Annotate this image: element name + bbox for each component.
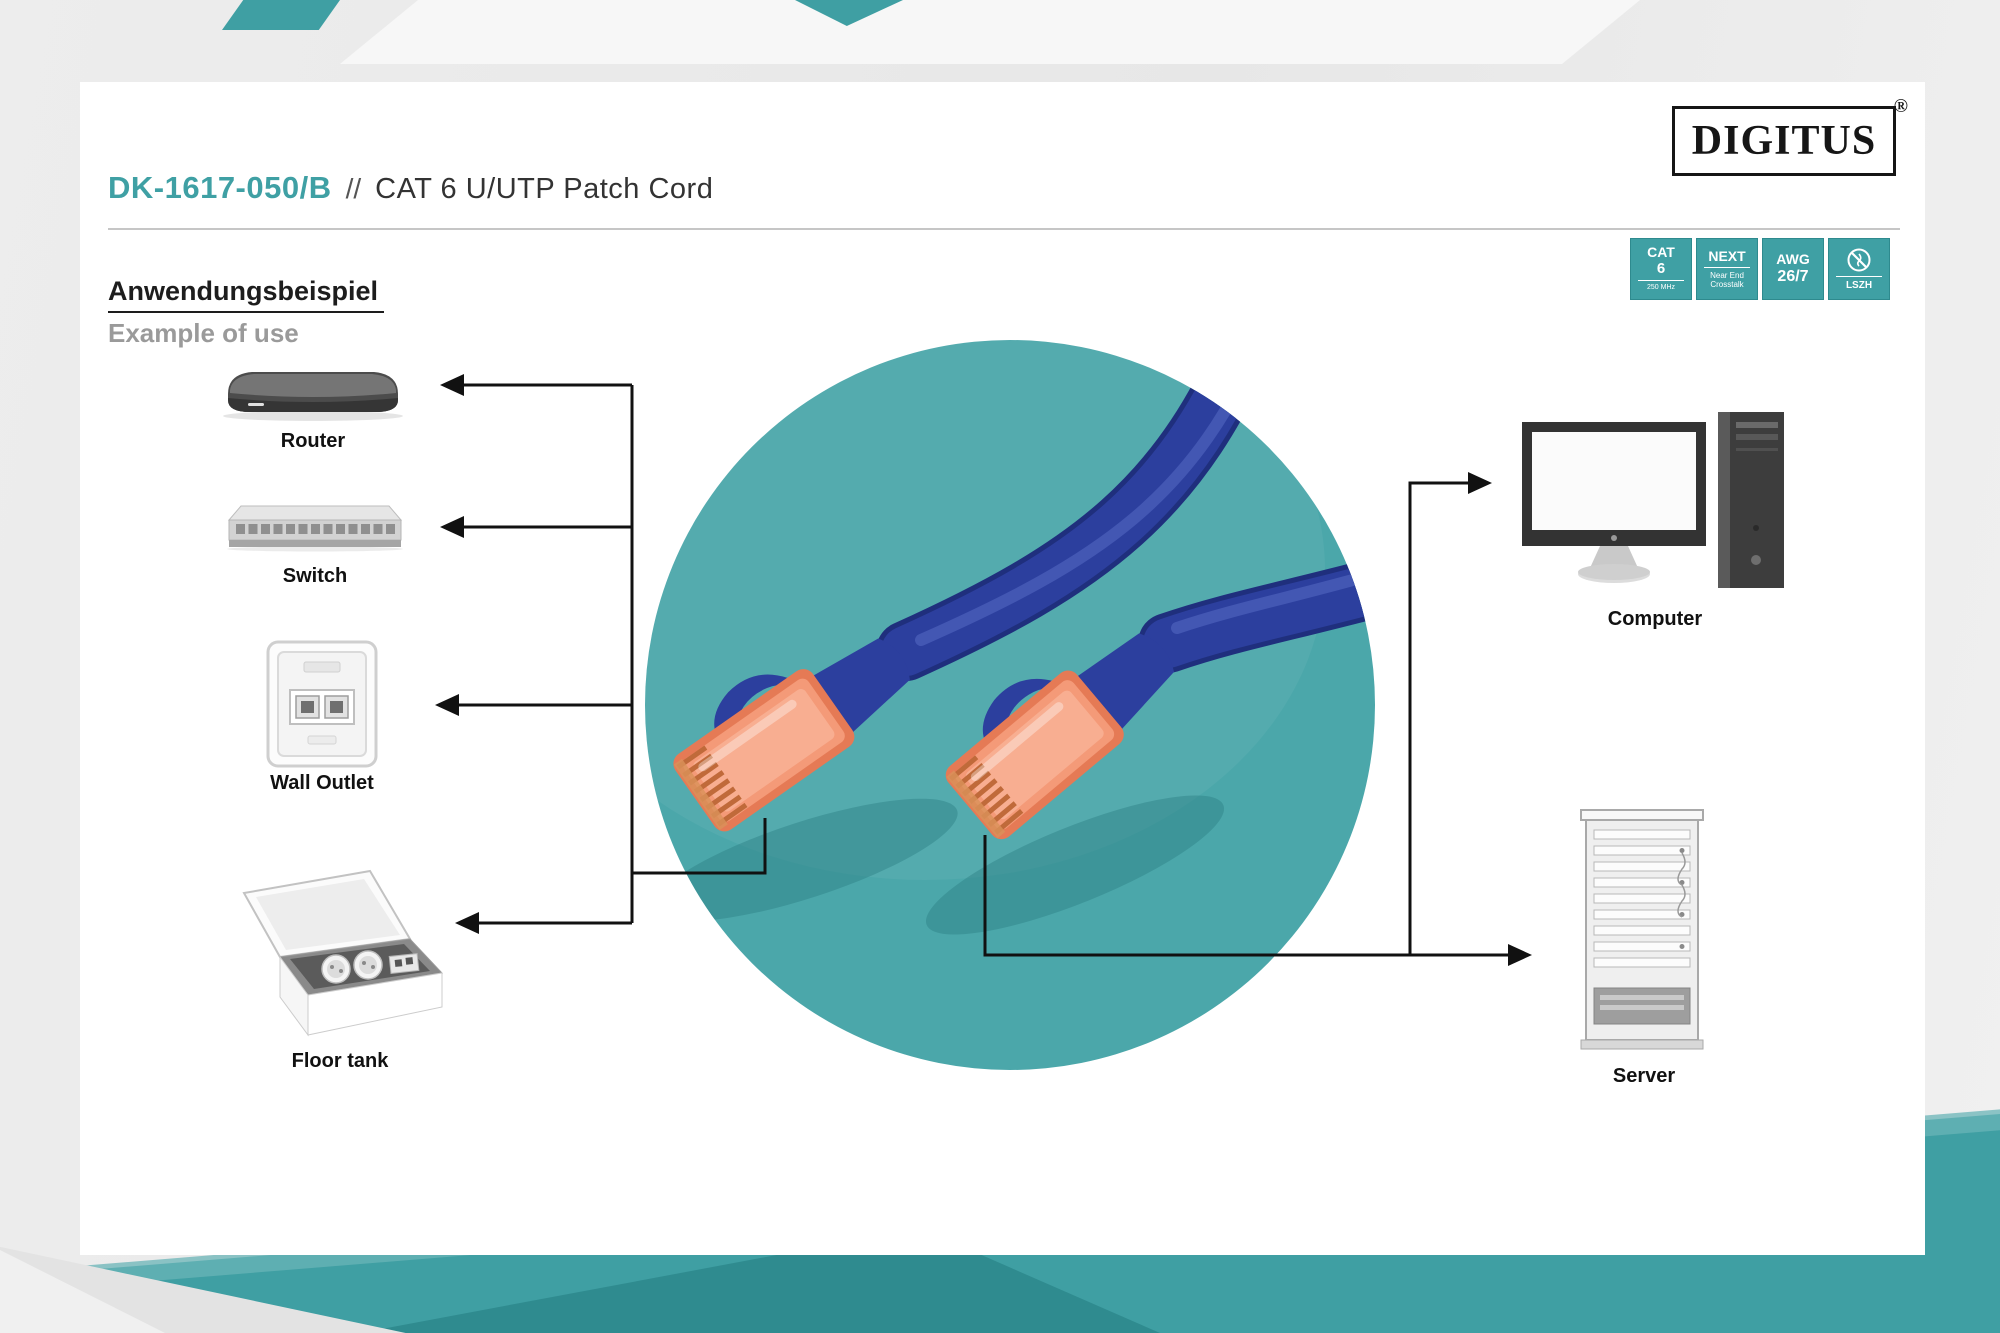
router-icon (218, 360, 408, 422)
computer-label: Computer (1607, 608, 1703, 630)
section-title-de: Anwendungsbeispiel (108, 276, 385, 313)
product-sheet-card: DIGITUS ® DK-1617-050/B // CAT 6 U/UTP P… (80, 82, 1925, 1255)
server-label: Server (1612, 1065, 1676, 1087)
badge-awg: AWG 26/7 (1762, 238, 1824, 300)
badge-cat6-value: 6 (1656, 259, 1666, 277)
wall-outlet-label: Wall Outlet (270, 772, 374, 794)
badge-next-label: NEXT (1708, 247, 1746, 264)
title-separator: // (345, 173, 362, 204)
title-divider (108, 228, 1900, 230)
patch-cord-photo (645, 340, 1375, 1070)
decor-teal-shape-1 (222, 0, 340, 30)
badge-lszh-label: LSZH (1845, 280, 1873, 291)
product-code: DK-1617-050/B (108, 170, 332, 205)
badge-cat6: CAT 6 250 MHz (1630, 238, 1692, 300)
badge-lszh: LSZH (1828, 238, 1890, 300)
product-title: DK-1617-050/B // CAT 6 U/UTP Patch Cord (108, 170, 713, 206)
decor-top-band (340, 0, 1640, 64)
router-label: Router (280, 430, 346, 452)
switch-icon (225, 500, 405, 552)
badge-divider (1703, 267, 1751, 268)
badge-next-line1: Near End (1710, 271, 1744, 280)
section-title-en: Example of use (108, 318, 299, 348)
product-name: CAT 6 U/UTP Patch Cord (375, 173, 714, 205)
badge-next-line2: Crosstalk (1710, 280, 1744, 290)
digitus-logo: DIGITUS ® (1672, 96, 1908, 176)
badge-awg-value: 26/7 (1777, 267, 1809, 285)
badge-divider (1637, 280, 1685, 282)
floor-tank-label: Floor tank (291, 1050, 389, 1072)
badge-cat6-freq: 250 MHz (1646, 284, 1675, 292)
brand-name: DIGITUS (1691, 118, 1877, 164)
spec-badges: CAT 6 250 MHz NEXT Near End Crosstalk AW… (1630, 238, 1890, 300)
badge-next: NEXT Near End Crosstalk (1696, 238, 1758, 300)
badge-divider (1835, 276, 1883, 277)
wall-outlet-icon (262, 638, 382, 770)
switch-label: Switch (282, 565, 348, 587)
computer-icon (1520, 408, 1790, 603)
registered-mark: ® (1893, 96, 1908, 117)
floor-tank-icon (240, 845, 452, 1040)
server-icon (1578, 808, 1710, 1053)
badge-cat6-label: CAT (1647, 244, 1675, 261)
badge-awg-label: AWG (1776, 251, 1810, 268)
no-halogen-icon (1847, 248, 1871, 272)
